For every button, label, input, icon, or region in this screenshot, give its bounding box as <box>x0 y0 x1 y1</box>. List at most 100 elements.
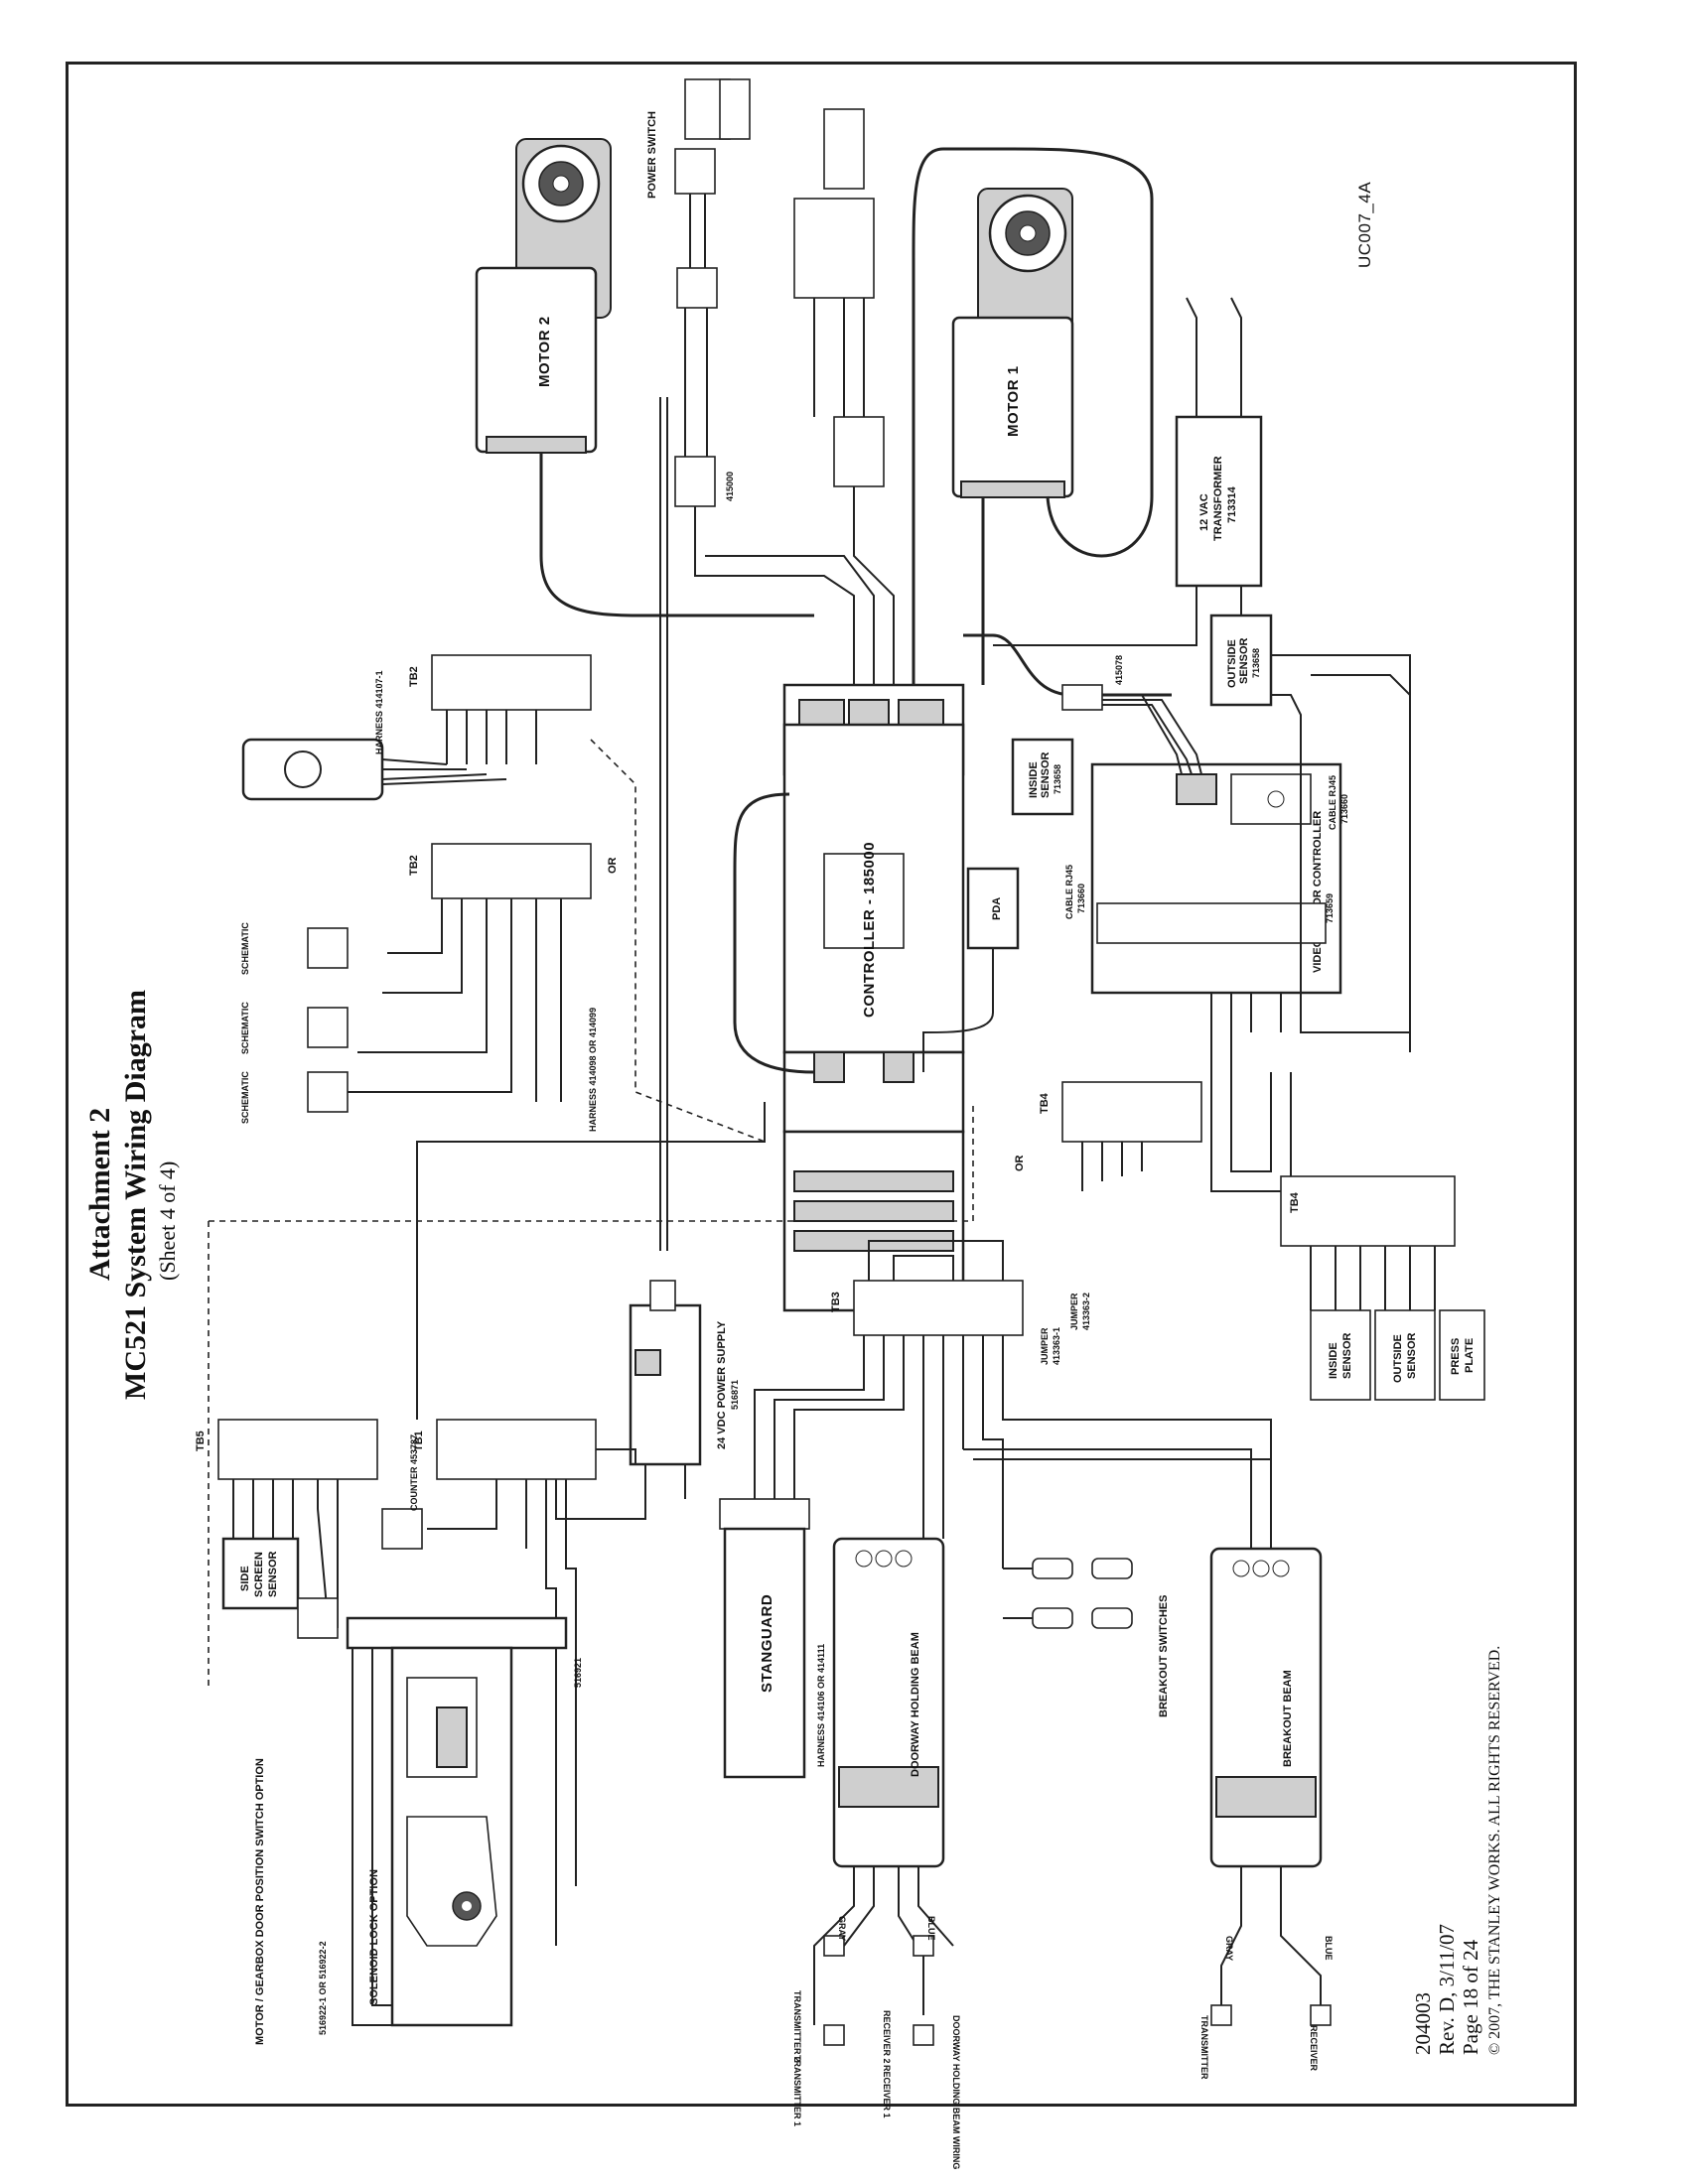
gearbox-switch-label: MOTOR / GEARBOX DOOR POSITION SWITCH OPT… <box>254 1758 266 2045</box>
cable-rj45-a: CABLE RJ45 <box>1064 865 1074 919</box>
outside-sensor: OUTSIDE SENSOR 713658 CABLE RJ45 713660 <box>1209 614 1411 1033</box>
transmitter-1: TRANSMITTER 1 <box>792 2055 802 2126</box>
title-line2: MC521 System Wiring Diagram <box>119 990 152 1400</box>
connector-415078: 415078 <box>1061 655 1202 775</box>
solenoid-lock-label: SOLENOID LOCK OPTION <box>368 1869 380 2005</box>
outside-sensor-label: OUTSIDE <box>1226 639 1238 688</box>
jumper-1-part: 413363-1 <box>1052 1327 1061 1365</box>
controller-label: CONTROLLER - 185000 <box>861 842 878 1018</box>
motor-1-label: MOTOR 1 <box>1005 365 1022 437</box>
side-screen-sensor-3: SENSOR <box>267 1551 279 1597</box>
motor-2-label: MOTOR 2 <box>536 316 553 387</box>
inside-sensor-label-2: SENSOR <box>1040 751 1052 798</box>
schematic-1: SCHEMATIC <box>240 922 250 975</box>
harness-414107: HARNESS 414107-1 <box>374 670 384 754</box>
tb4b-label: TB4 <box>1289 1191 1301 1213</box>
motor-1-cable-loop <box>912 147 1154 685</box>
inside-sensor: INSIDE SENSOR 713658 CABLE RJ45 713660 <box>1011 738 1086 919</box>
part-516922: 516922-1 OR 516922-2 <box>318 1941 328 2035</box>
harness-414098: HARNESS 414098 OR 414099 <box>588 1008 598 1132</box>
inside-sensor-label: INSIDE <box>1028 761 1040 798</box>
wire-gray-1: GRAY <box>837 1916 847 1941</box>
breakout-beam-label: BREAKOUT BEAM <box>1282 1670 1294 1767</box>
doorway-holding-beam-wiring: DOORWAY HOLDING BEAM WIRING <box>951 2015 961 2169</box>
tb4-outside-sensor: OUTSIDE <box>1392 1334 1404 1383</box>
breakout-switches: BREAKOUT SWITCHES <box>1003 1558 1170 1717</box>
tb4-lower: TB4 INSIDE SENSOR OUTSIDE SENSOR PRESS P… <box>1280 1175 1485 1401</box>
jumper-2-part: 413363-2 <box>1081 1293 1091 1330</box>
pda: PDA <box>922 867 1020 1072</box>
revision: Rev. D, 3/11/07 <box>1435 1924 1459 2055</box>
tb1-label: TB1 <box>413 1431 425 1451</box>
cable-rj45-a-part: 713660 <box>1076 884 1086 913</box>
tb4-label: TB4 <box>1039 1092 1051 1114</box>
power-switch-part: 415000 <box>725 472 735 501</box>
tb4-inside-sensor-2: SENSOR <box>1341 1332 1353 1379</box>
pda-label: PDA <box>991 897 1003 920</box>
transformer-part: 713314 <box>1226 485 1238 523</box>
wire-blue-1: BLUE <box>926 1916 936 1941</box>
tb3: TB3 JUMPER 413363-1 JUMPER 413363-2 <box>754 1240 1272 1569</box>
receiver-2: RECEIVER 2 <box>882 2010 892 2064</box>
motor-2: MOTOR 2 <box>475 138 612 454</box>
page-number: Page 18 of 24 <box>1459 1939 1482 2055</box>
schematic-3: SCHEMATIC <box>240 1071 250 1124</box>
jumper-2: JUMPER <box>1069 1293 1079 1330</box>
copyright: © 2007, THE STANLEY WORKS. ALL RIGHTS RE… <box>1486 1646 1503 2055</box>
power-supply: 24 VDC POWER SUPPLY 516871 <box>555 1280 740 1520</box>
tb4-inside-sensor: INSIDE <box>1328 1342 1339 1379</box>
tb1: TB1 COUNTER 453787 <box>381 1419 597 1946</box>
transformer-line1: 12 VAC <box>1198 493 1210 531</box>
wire-blue-2: BLUE <box>1324 1936 1334 1961</box>
breakout-transmitter: TRANSMITTER <box>1199 2015 1209 2080</box>
jumper-1: JUMPER <box>1040 1327 1050 1365</box>
tb4-outside-sensor-2: SENSOR <box>1406 1332 1418 1379</box>
tb2-label: TB2 <box>408 666 420 687</box>
video-sensor-controller-part: 713659 <box>1325 893 1335 923</box>
side-screen-sensor-1: SIDE <box>239 1566 251 1591</box>
page-frame <box>66 62 1577 2107</box>
tb3-label: TB3 <box>830 1292 842 1312</box>
drawing-id: UC007_4A <box>1355 182 1374 268</box>
doorway-holding-beam: DOORWAY HOLDING BEAM HARNESS 414106 OR 4… <box>813 1519 954 2025</box>
wire-gray-2: GRAY <box>1224 1936 1234 1961</box>
title-block: Attachment 2 MC521 System Wiring Diagram… <box>83 990 180 1400</box>
doc-number: 204003 <box>1411 1992 1435 2055</box>
footer-block: 204003 Rev. D, 3/11/07 Page 18 of 24 © 2… <box>1411 1646 1503 2055</box>
or-label-tb2: OR <box>607 857 619 874</box>
transformer-line2: TRANSFORMER <box>1212 456 1224 541</box>
tb5: TB5 SIDE SCREEN SENSOR <box>195 1419 378 1628</box>
breakout-switches-label: BREAKOUT SWITCHES <box>1158 1595 1170 1717</box>
part-415078: 415078 <box>1114 655 1124 685</box>
stanguard: STANGUARD <box>719 1498 810 1779</box>
drawing-id-group: UC007_4A <box>1355 182 1374 268</box>
tb2-upper: TB2 HARNESS 414107-1 <box>241 654 592 801</box>
video-sensor-controller-label: VIDEO SENSOR CONTROLLER <box>1312 811 1324 973</box>
receiver-1: RECEIVER 1 <box>882 2065 892 2118</box>
harness-holding-beam: HARNESS 414106 OR 414111 <box>816 1644 826 1767</box>
power-switch-label: POWER SWITCH <box>646 111 658 199</box>
power-switch: POWER SWITCH 415000 <box>646 78 751 507</box>
holding-beam-transceivers: TRANSMITTER 2 RECEIVER 2 TRANSMITTER 1 R… <box>792 1916 961 2169</box>
counter: COUNTER 453787 <box>409 1434 419 1511</box>
tb5-label: TB5 <box>195 1431 207 1451</box>
tb2b-label: TB2 <box>408 855 420 876</box>
power-supply-label: 24 VDC POWER SUPPLY <box>716 1320 728 1449</box>
doorway-holding-beam-label: DOORWAY HOLDING BEAM <box>910 1632 921 1777</box>
inside-sensor-part: 713658 <box>1053 764 1062 794</box>
press-plate-1: PRESS <box>1450 1338 1462 1375</box>
breakout-beam: BREAKOUT BEAM TRANSMITTER RECEIVER GRAY … <box>1199 1547 1334 2080</box>
stanguard-label: STANGUARD <box>759 1594 775 1693</box>
outside-sensor-part: 713658 <box>1251 648 1261 678</box>
sheet-label: (Sheet 4 of 4) <box>155 1161 180 1281</box>
part-516921: 516921 <box>573 1658 583 1688</box>
or-label-tb4: OR <box>1014 1155 1026 1171</box>
tb2-lower: TB2 SCHEMATIC SCHEMATIC SCHEMATIC HARNES… <box>240 843 598 1132</box>
transformer: 12 VAC TRANSFORMER 713314 <box>993 297 1411 1052</box>
tb4-upper: TB4 <box>1039 1081 1202 1191</box>
motor-2-cable <box>539 452 814 617</box>
title-line1: Attachment 2 <box>83 1108 116 1281</box>
ac-line-block <box>793 108 885 487</box>
side-screen-sensor-2: SCREEN <box>253 1552 265 1597</box>
